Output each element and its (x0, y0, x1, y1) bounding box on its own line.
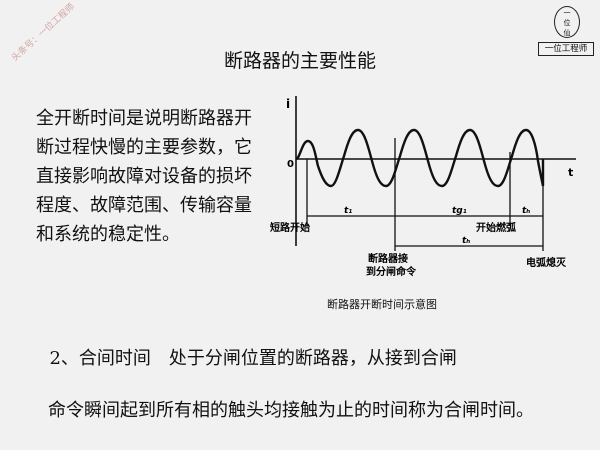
interval-t2-label: tg₁ (452, 206, 467, 216)
paragraph-closing-time-rest: 命令瞬间起到所有相的触头均接触为止的时间称为合闸时间。 (48, 400, 534, 421)
t-axis-label: t (568, 166, 573, 179)
paragraph-closing-time-line1: 2、合间时间 处于分闸位置的断路器，从接到合闸 (49, 348, 457, 369)
label-arc-start: 开始燃弧 (476, 221, 516, 234)
slide-title: 断路器的主要性能 (223, 50, 376, 72)
logo-char-bottom: 仙 (563, 29, 571, 37)
brand-logo: 一 位 仙 一位工程师 (538, 6, 594, 58)
logo-char-mid: 位 (563, 19, 571, 27)
interval-t1-label: t₁ (344, 206, 352, 216)
current-waveform (295, 128, 545, 188)
logo-emblem: 一 位 仙 (554, 6, 580, 38)
label-short-start: 短路开始 (270, 221, 310, 234)
interval-t4-label: tₕ (462, 236, 470, 246)
breaker-timing-diagram: i t 0 t₁ tg₁ tₕ tₕ 短路开始 开始燃弧 断路器接 到分闸命令 … (270, 96, 576, 278)
label-breaker-cmd-line1: 断路器接 (368, 252, 408, 265)
label-breaker-cmd-line2: 到分闸命令 (366, 265, 417, 278)
i-axis-label: i (286, 97, 290, 111)
label-arc-extinct: 电弧熄灭 (526, 256, 567, 269)
logo-label: 一位工程师 (538, 42, 594, 56)
logo-char-top: 一 (563, 9, 571, 17)
diagram-caption: 断路器开断时间示意图 (327, 298, 437, 311)
interval-t3-label: tₕ (522, 206, 530, 216)
origin-label: 0 (287, 159, 294, 170)
paragraph-full-break-time: 全开断时间是说明断路器开断过程快慢的主要参数，它直接影响故障对设备的损坏程度、故… (36, 108, 252, 245)
paragraph-closing-time: 2、合间时间 处于分闸位置的断路器，从接到合闸 命令瞬间起到所有相的触头均接触为… (38, 320, 578, 450)
